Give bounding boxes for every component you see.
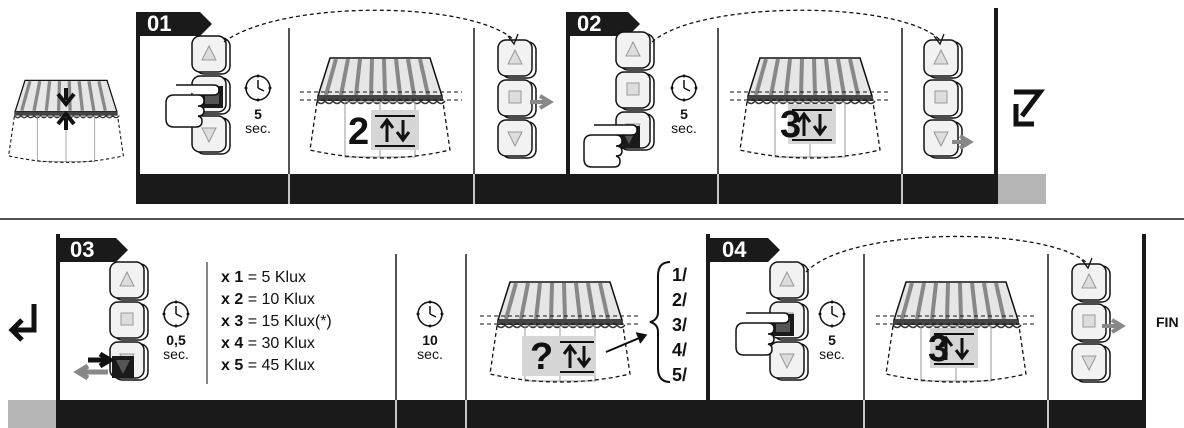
result-arrow-icon [605,335,645,353]
compress-arrow-up-icon [56,110,76,130]
timer-value: 5 [828,332,836,348]
step02-tab [570,12,640,36]
result-number: ? [530,336,554,378]
step04-remote-next-icon [1071,263,1111,383]
step01-updown-icon [369,108,421,152]
compress-arrow-down-icon [56,88,76,108]
lux-option: x 2 = 10 Klux [221,291,315,308]
step01-tab [140,12,212,36]
step03-tab [60,238,128,262]
press-arrow-icon [88,351,115,369]
step01-clock-icon [243,73,273,103]
wait-value: 10 [422,332,438,348]
lux-option: x 5 = 45 Klux [221,357,315,374]
wait-unit: sec. [417,346,443,362]
step04-clock-icon [817,299,847,329]
step01-frame-left [136,12,140,204]
result-option: 2/ [672,290,688,310]
step03-clock-icon [161,299,191,329]
options-brace [649,261,671,383]
grey-continue-block-top [998,174,1046,204]
step04-tab [710,238,780,262]
step02-clock-icon [669,73,699,103]
step01-footer-bar [136,174,566,204]
timer-value: 0,5 [166,332,186,348]
timer-unit: sec. [819,346,845,362]
step02-footer-bar [566,174,998,204]
lux-option: x 3 = 15 Klux(*) [221,313,332,330]
result-number: 2 [348,111,370,153]
step02-frame-left [566,12,570,204]
step01-remote-next-icon [497,39,537,159]
step03-wait-clock-icon [415,299,445,329]
lux-option: x 1 = 5 Klux [221,269,306,286]
result-number: 3 [928,328,950,370]
step-number: 02 [577,11,602,36]
step-number: 04 [722,237,747,262]
return-arrow-icon [1013,89,1045,127]
end-label: FIN [1156,314,1179,330]
timer-unit: sec. [163,346,189,362]
result-option: 4/ [672,340,688,360]
timer-value: 5 [680,106,688,122]
step04-footer-bar [706,400,1146,428]
result-option: 5/ [672,365,688,385]
lux-option: x 4 = 30 Klux [221,335,315,352]
step-number: 01 [147,11,172,36]
grey-continue-block-bottom [8,400,58,428]
result-option: 1/ [672,265,688,285]
continue-arrow-icon [8,304,37,342]
step03-footer-bar [56,400,706,428]
result-number: 3 [780,104,802,146]
result-option: 3/ [672,315,688,335]
timer-value: 5 [254,106,262,122]
release-arrow-icon [73,363,108,381]
timer-unit: sec. [245,120,271,136]
timer-unit: sec. [671,120,697,136]
step-number: 03 [70,237,95,262]
